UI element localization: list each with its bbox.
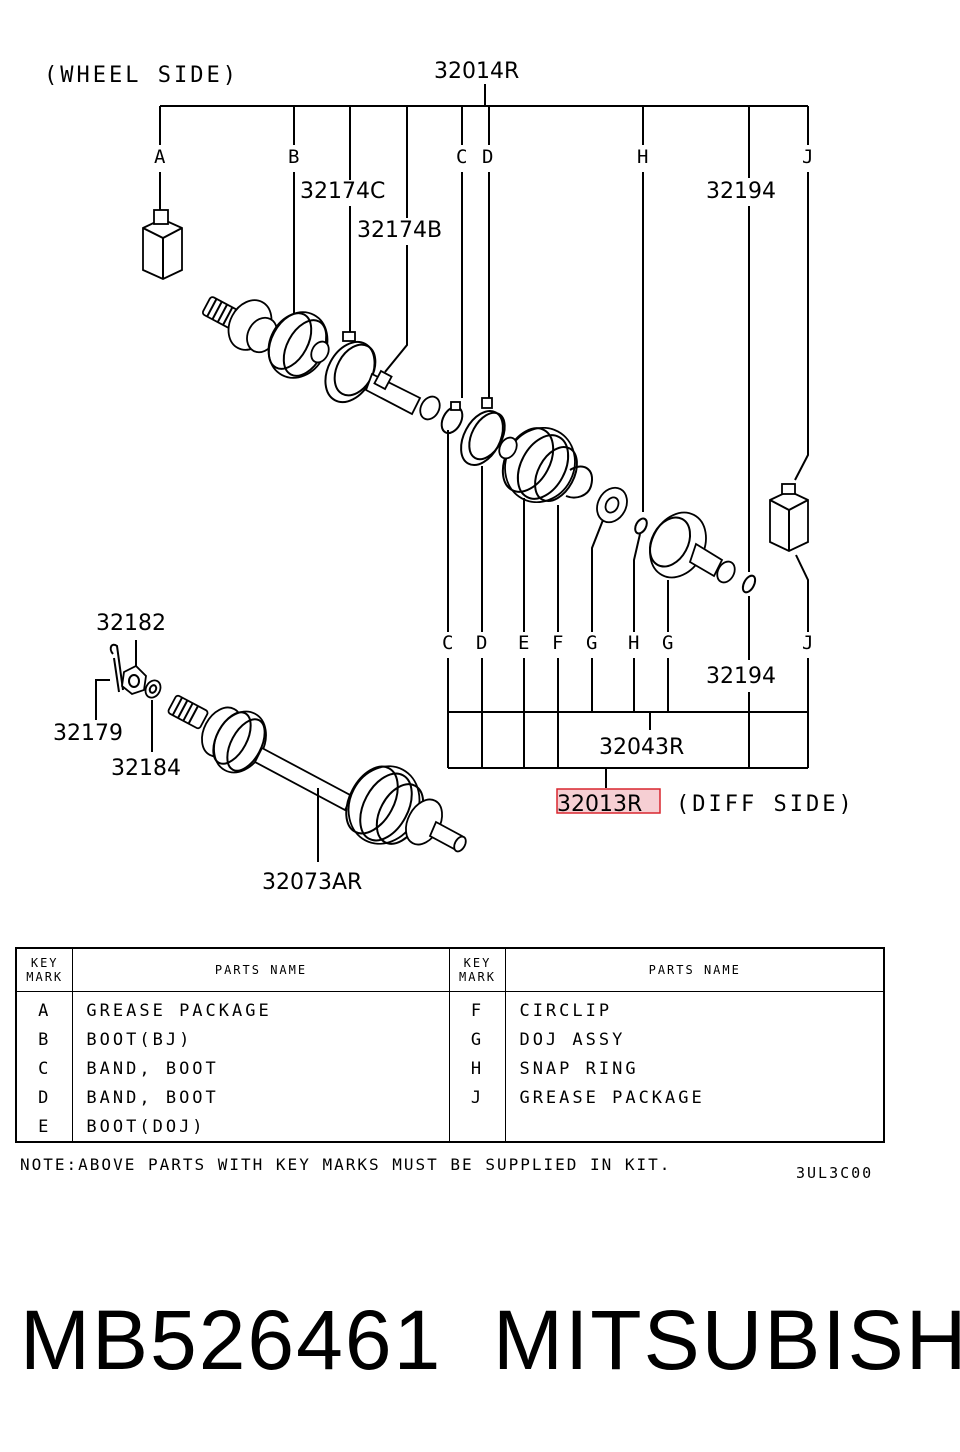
grease-package-j-icon [769,483,809,552]
key-letter-C-bottom: C [442,632,453,654]
boot-doj-icon [498,426,578,504]
inner-shaft-icon [364,369,441,421]
cotter-pin-icon [109,643,124,693]
ring-32194-icon [741,574,757,594]
assembly-32014R-label: 32014R [434,59,519,84]
part-number-footer: MB526461 [20,1293,443,1387]
key-letter-A-top: A [154,146,166,168]
key-letter-C-top: C [456,146,467,168]
doj-housing-icon [648,511,736,584]
part-32174B-label: 32174B [357,218,442,243]
parts-name-header-left: PARTS NAME [72,947,450,992]
boot-bj-icon [267,311,330,379]
brand-footer: MITSUBISHI [493,1293,960,1387]
band-boot-c-icon [440,401,464,435]
circlip-icon [565,465,594,499]
key-letter-G2-bottom: G [662,632,673,654]
wheel-side-label: (WHEEL SIDE) [44,63,239,88]
key-letter-D-bottom: D [476,632,487,654]
key-letter-B-top: B [288,146,299,168]
table-row: A GREASE PACKAGE F CIRCLIP [15,991,885,1025]
exploded-parts-diagram: (WHEEL SIDE) 32014R A B C D H J 32174C 3… [44,59,855,895]
key-letter-F-bottom: F [552,632,563,654]
key-letter-D-top: D [482,146,493,168]
key-letter-J-bottom: J [802,632,813,654]
key-letter-H-top: H [637,146,648,168]
assembly-32013R-highlight[interactable] [556,788,661,814]
key-letter-E-bottom: E [518,632,529,654]
assembly-32043R-label: 32043R [599,735,684,760]
castle-nut-icon [121,664,147,696]
part-32073AR-label: 32073AR [262,870,362,895]
key-letter-J-top: J [802,146,813,168]
snap-ring-icon [634,517,648,535]
doj-inner-race-icon [596,486,628,524]
drive-shaft-assembly-icon [167,694,467,853]
table-row: E BOOT(DOJ) [15,1112,885,1142]
diff-side-label: (DIFF SIDE) [676,792,855,817]
diagram-code: 3UL3C00 [796,1164,874,1182]
assembly-32013R-label[interactable]: 32013R [557,792,642,817]
band-boot-d-icon [460,397,506,466]
part-32184-label: 32184 [111,756,181,781]
table-row: B BOOT(BJ) G DOJ ASSY [15,1025,885,1054]
part-32194-bottom-label: 32194 [706,664,776,689]
part-32179-label: 32179 [53,721,123,746]
kit-note: NOTE:ABOVE PARTS WITH KEY MARKS MUST BE … [20,1155,672,1174]
key-letter-G-bottom: G [586,632,597,654]
table-row: C BAND, BOOT H SNAP RING [15,1054,885,1083]
washer-icon [144,679,162,699]
part-32194-top-label: 32194 [706,179,776,204]
grease-package-a-icon [142,209,183,280]
table-row: D BAND, BOOT J GREASE PACKAGE [15,1083,885,1112]
parts-name-header-right: PARTS NAME [505,947,885,992]
key-letter-H-bottom: H [628,632,639,654]
part-32182-label: 32182 [96,611,166,636]
part-32174C-label: 32174C [300,179,385,204]
